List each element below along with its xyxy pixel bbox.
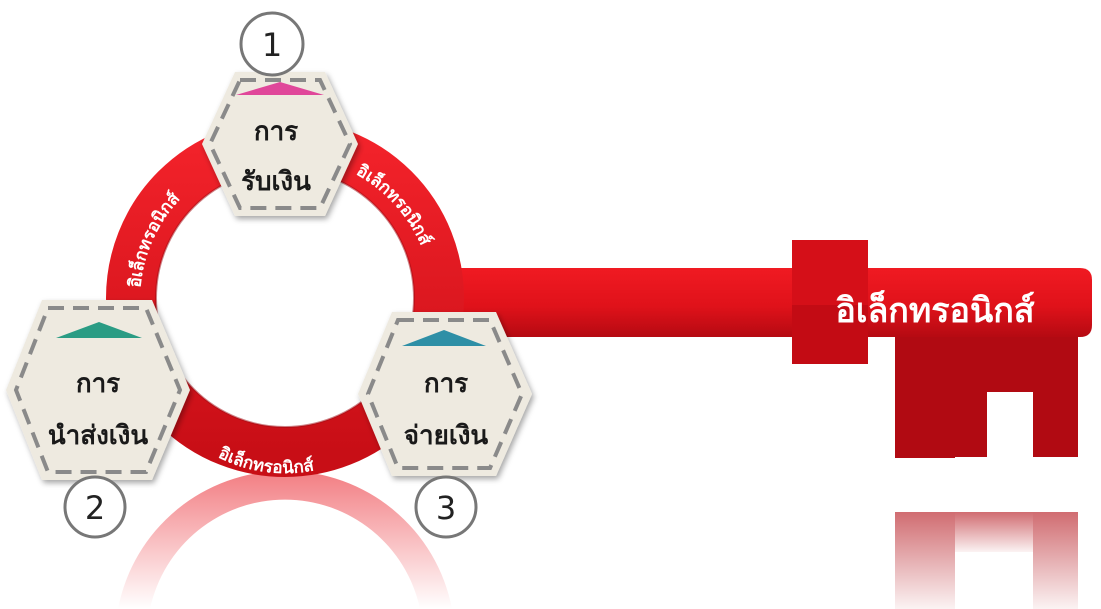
key-teeth-reflection xyxy=(895,512,1078,609)
step-hexagon xyxy=(358,312,532,476)
step-1: การ รับเงิน 1 xyxy=(202,11,358,216)
step-number-circle xyxy=(63,475,127,539)
ring-reflection xyxy=(118,470,452,609)
step-line2: นำส่งเงิน xyxy=(48,421,149,451)
step-hexagon xyxy=(202,72,358,216)
step-number-circle xyxy=(414,475,478,539)
step-hexagon xyxy=(6,300,190,480)
step-tab xyxy=(236,82,324,95)
step-line2: จ่ายเงิน xyxy=(404,421,489,451)
key-tooth-mid xyxy=(955,337,1035,392)
step-number: 3 xyxy=(436,489,456,527)
step-number-circle xyxy=(239,11,305,77)
step-number: 1 xyxy=(262,26,282,64)
key-shaft xyxy=(440,268,1092,337)
key-tooth-left-lower xyxy=(895,418,955,458)
key-tooth-right xyxy=(1033,337,1078,457)
step-number: 2 xyxy=(85,489,105,527)
step-2: การ นำส่งเงิน 2 xyxy=(6,300,190,539)
key-label: อิเล็กทรอนิกส์ xyxy=(835,289,1034,331)
step-tab xyxy=(402,330,486,346)
step-line1: การ xyxy=(424,369,468,399)
key-shape: อิเล็กทรอนิกส์ xyxy=(440,240,1092,458)
step-line1: การ xyxy=(254,117,298,147)
step-3: การ จ่ายเงิน 3 xyxy=(358,312,532,539)
step-line1: การ xyxy=(76,369,120,399)
step-line2: รับเงิน xyxy=(241,167,311,197)
step-tab xyxy=(56,322,142,338)
key-collar-shade xyxy=(792,305,868,364)
